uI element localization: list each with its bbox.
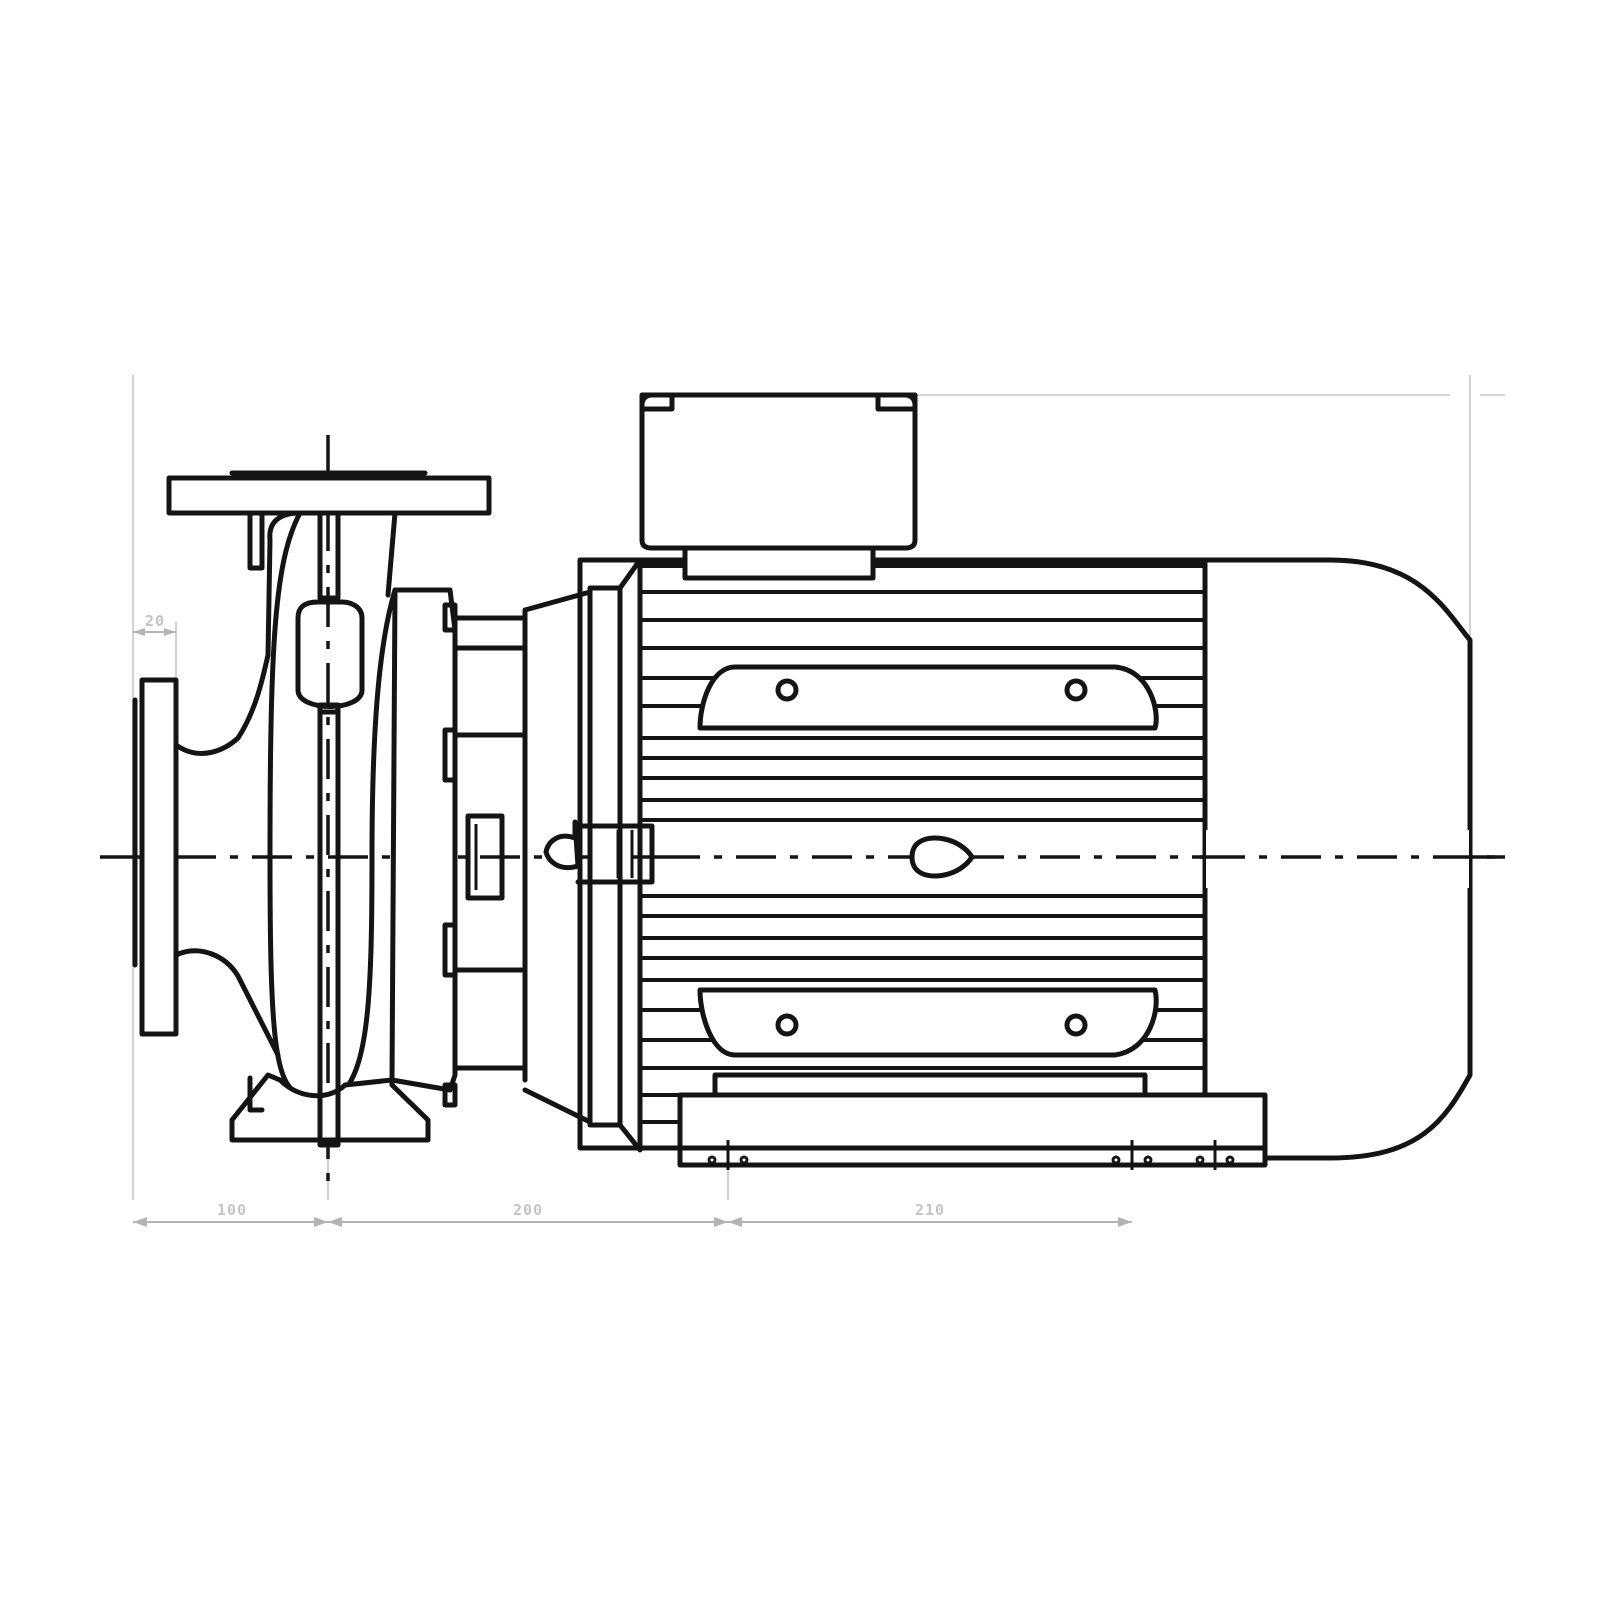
dimension-label-axis-to-foot: 200 bbox=[513, 1201, 543, 1219]
bearing-bracket bbox=[389, 557, 655, 1153]
terminal-box bbox=[639, 392, 918, 581]
fan-cover bbox=[1202, 557, 1505, 1161]
dimension-axis-to-foot: 200 bbox=[328, 1201, 728, 1227]
pump-casing bbox=[132, 470, 492, 1148]
dimension-inlet-to-axis: 100 bbox=[133, 1201, 328, 1227]
motor-body bbox=[577, 557, 1208, 1151]
dimension-flange-width: 20 bbox=[133, 612, 176, 636]
motor-foot bbox=[677, 1072, 1268, 1170]
dimension-label-foot-spacing: 210 bbox=[915, 1201, 945, 1219]
dimension-label-flange-width: 20 bbox=[145, 612, 165, 630]
dimension-label-inlet-to-axis: 100 bbox=[217, 1201, 247, 1219]
dimension-foot-spacing: 210 bbox=[728, 1201, 1132, 1227]
